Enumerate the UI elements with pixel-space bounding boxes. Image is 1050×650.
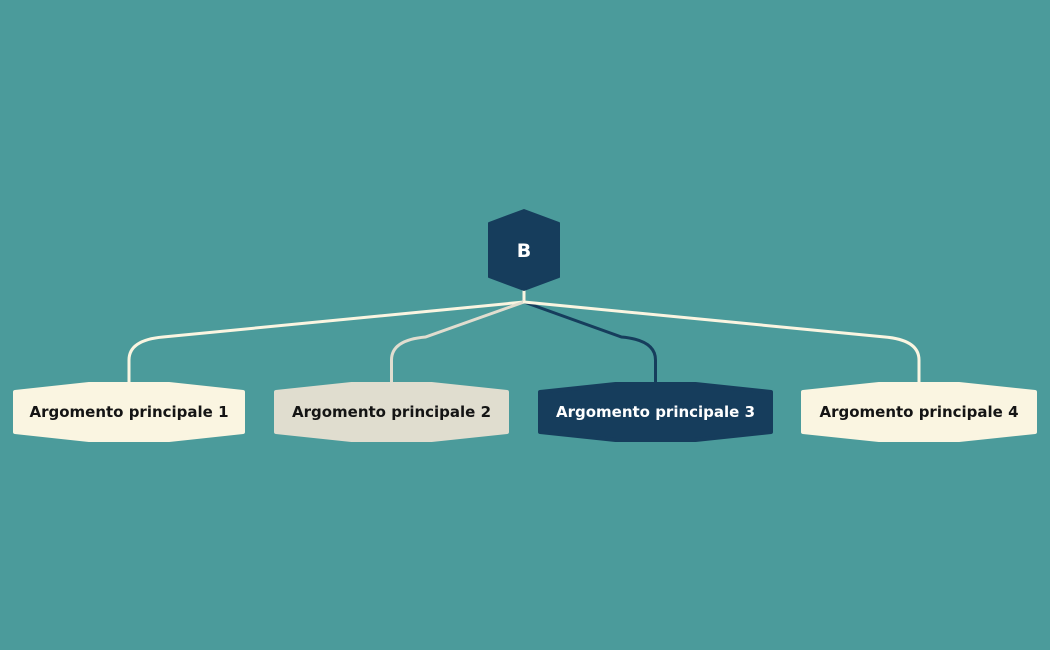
main-topic-2-shape xyxy=(274,382,509,442)
connector-line-1 xyxy=(127,300,526,386)
main-topic-node-3[interactable]: Argomento principale 3 xyxy=(538,382,773,442)
connector-lines xyxy=(127,290,921,386)
connector-line-2 xyxy=(390,300,526,386)
main-topic-node-4[interactable]: Argomento principale 4 xyxy=(801,382,1037,442)
connector-line-4 xyxy=(522,300,921,386)
central-topic-node[interactable]: B xyxy=(488,209,560,291)
main-topic-node-1[interactable]: Argomento principale 1 xyxy=(13,382,245,442)
main-topic-4-shape xyxy=(801,382,1037,442)
main-topic-3-shape xyxy=(538,382,773,442)
connector-line-3 xyxy=(522,300,657,386)
central-topic-hexagon xyxy=(488,209,560,291)
main-topic-node-2[interactable]: Argomento principale 2 xyxy=(274,382,509,442)
main-topic-1-shape xyxy=(13,382,245,442)
